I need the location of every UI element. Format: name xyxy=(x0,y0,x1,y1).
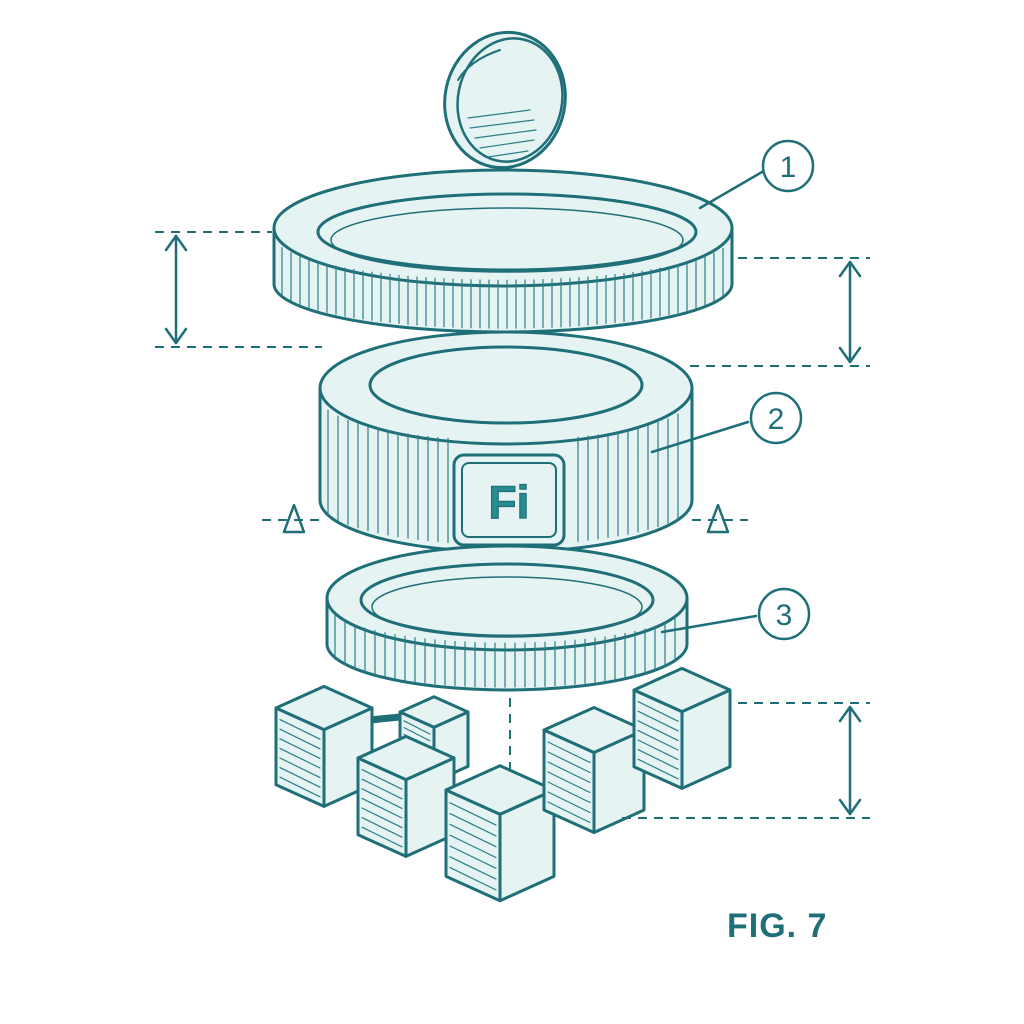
logo-text: Fi xyxy=(489,476,530,528)
block-1 xyxy=(274,684,374,808)
bottom-ring xyxy=(325,544,689,692)
callout-1: 1 xyxy=(698,139,815,210)
block-3 xyxy=(444,764,556,903)
top-ring xyxy=(272,168,734,334)
callout-3: 3 xyxy=(660,587,811,641)
block-2 xyxy=(356,734,456,858)
callout-2-number: 2 xyxy=(768,403,785,436)
block-5 xyxy=(632,666,732,790)
block-chain xyxy=(274,666,732,903)
callout-3-number: 3 xyxy=(776,599,793,632)
middle-cylinder: Fi xyxy=(318,330,694,554)
callout-2: 2 xyxy=(650,391,803,454)
callout-1-number: 1 xyxy=(780,151,797,184)
dimension-bottom-right xyxy=(622,702,870,819)
section-line xyxy=(262,503,748,534)
figure-label: FIG. 7 xyxy=(727,907,827,945)
dimension-top-right xyxy=(690,257,870,367)
coin xyxy=(443,30,567,170)
block-4 xyxy=(542,706,646,834)
dimension-top-left xyxy=(155,231,322,348)
